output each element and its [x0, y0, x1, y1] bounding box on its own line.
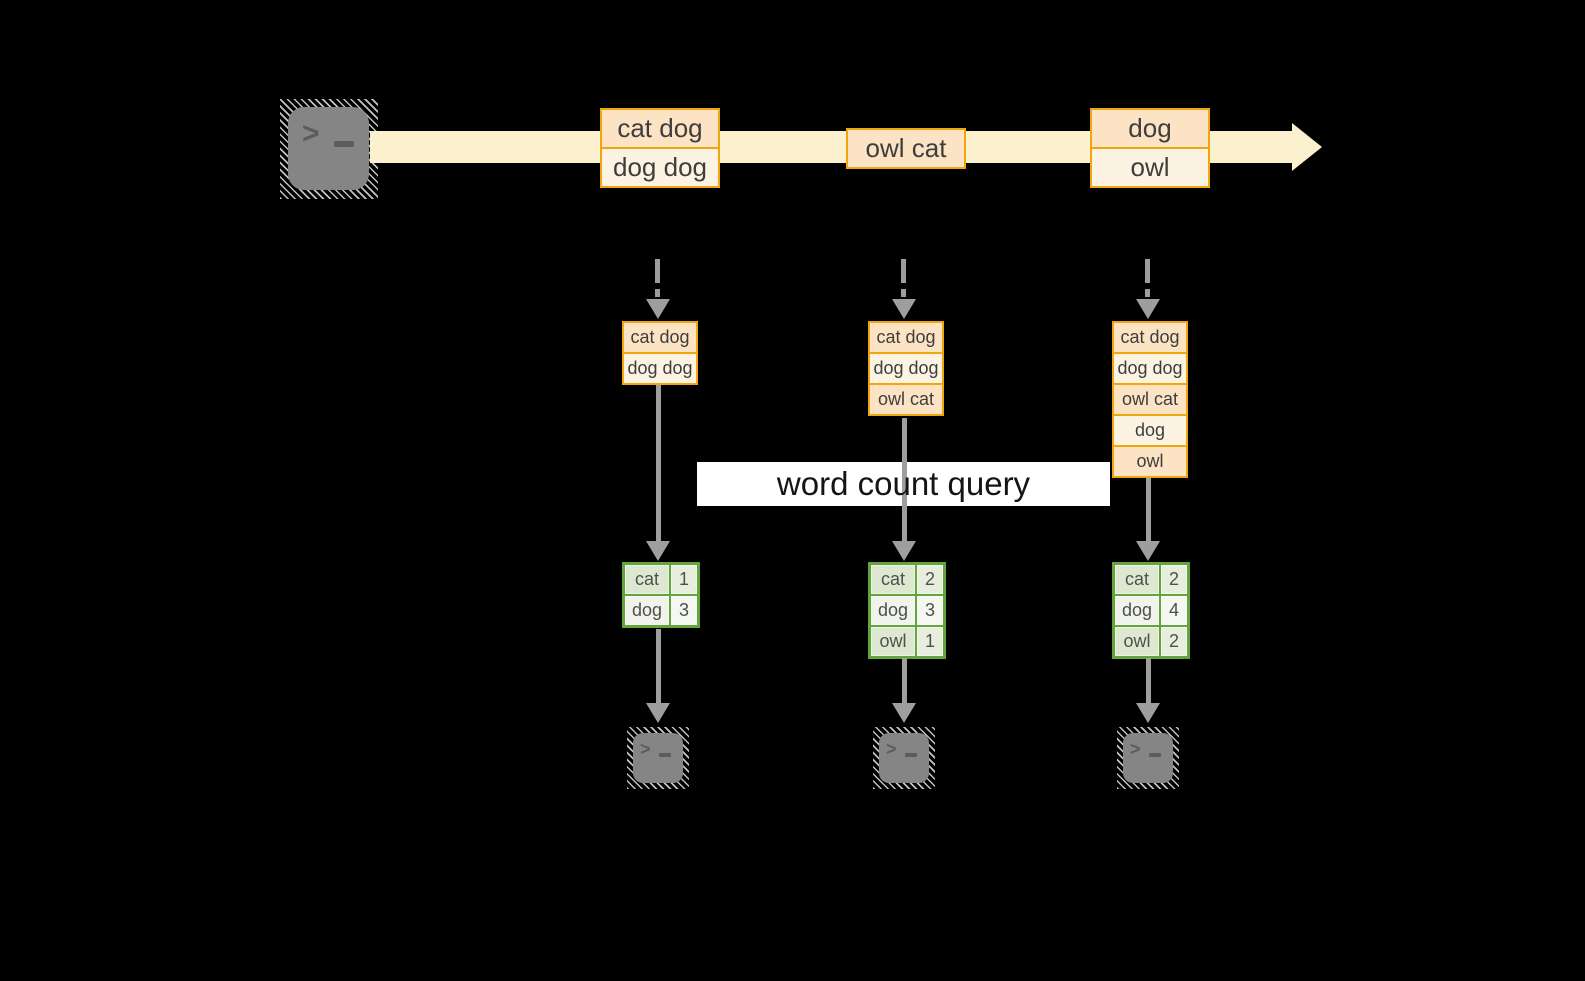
count-value-cell: 3 [917, 596, 943, 625]
buffer-row: owl cat [870, 385, 942, 414]
terminal-screen: > [288, 107, 369, 190]
dashed-arrow-icon [1145, 289, 1150, 297]
count-value-cell: 1 [671, 565, 697, 594]
terminal-cursor-icon [1149, 753, 1161, 757]
sink-terminal-icon: > [873, 727, 935, 789]
arrowhead-icon [646, 541, 670, 561]
record-row: dog dog [602, 149, 718, 186]
arrowhead-icon [1136, 541, 1160, 561]
record-row: cat dog [602, 110, 718, 147]
record-row: owl cat [848, 130, 964, 167]
dashed-arrow-icon [655, 259, 660, 283]
terminal-screen: > [633, 733, 683, 783]
stream-record-2: owl cat [846, 128, 966, 169]
arrow-line [902, 658, 907, 703]
buffer-row: owl cat [1114, 385, 1186, 414]
terminal-prompt-icon: > [640, 739, 651, 759]
arrow-line [1146, 478, 1151, 541]
terminal-cursor-icon [905, 753, 917, 757]
stream-arrowhead-icon [1292, 123, 1322, 171]
terminal-cursor-icon [334, 141, 354, 147]
arrow-line [902, 418, 907, 541]
count-value-cell: 4 [1161, 596, 1187, 625]
terminal-screen: > [879, 733, 929, 783]
count-word-cell: cat [625, 565, 669, 594]
buffer-row: dog dog [624, 354, 696, 383]
terminal-prompt-icon: > [1130, 739, 1141, 759]
dashed-arrow-icon [1145, 259, 1150, 283]
count-word-cell: cat [871, 565, 915, 594]
count-word-cell: owl [871, 627, 915, 656]
count-value-cell: 3 [671, 596, 697, 625]
arrowhead-icon [892, 541, 916, 561]
count-word-cell: owl [1115, 627, 1159, 656]
count-word-cell: dog [625, 596, 669, 625]
buffer-row: cat dog [870, 323, 942, 352]
dashed-arrow-icon [901, 289, 906, 297]
count-word-cell: dog [1115, 596, 1159, 625]
sink-terminal-icon: > [627, 727, 689, 789]
dashed-arrow-icon [655, 289, 660, 297]
count-value-cell: 1 [917, 627, 943, 656]
stream-record-1: cat dog dog dog [600, 108, 720, 188]
buffer-row: cat dog [624, 323, 696, 352]
terminal-cursor-icon [659, 753, 671, 757]
arrowhead-icon [646, 299, 670, 319]
buffer-row: dog dog [870, 354, 942, 383]
count-value-cell: 2 [1161, 627, 1187, 656]
stream-record-3: dog owl [1090, 108, 1210, 188]
dashed-arrow-icon [901, 259, 906, 283]
arrow-line [656, 629, 661, 703]
arrowhead-icon [892, 299, 916, 319]
count-table-2: cat 2 dog 3 owl 1 [868, 562, 946, 659]
count-value-cell: 2 [1161, 565, 1187, 594]
terminal-screen: > [1123, 733, 1173, 783]
count-word-cell: dog [871, 596, 915, 625]
count-table-1: cat 1 dog 3 [622, 562, 700, 628]
buffer-row: dog [1114, 416, 1186, 445]
sink-terminal-icon: > [1117, 727, 1179, 789]
record-row: dog [1092, 110, 1208, 147]
window-buffer-3: cat dog dog dog owl cat dog owl [1112, 321, 1188, 478]
count-table-3: cat 2 dog 4 owl 2 [1112, 562, 1190, 659]
arrow-line [1146, 658, 1151, 703]
arrowhead-icon [892, 703, 916, 723]
count-value-cell: 2 [917, 565, 943, 594]
buffer-row: owl [1114, 447, 1186, 476]
query-label: word count query [776, 465, 1031, 502]
terminal-prompt-icon: > [886, 739, 897, 759]
window-buffer-2: cat dog dog dog owl cat [868, 321, 944, 416]
arrow-line [656, 385, 661, 541]
terminal-prompt-icon: > [302, 117, 320, 150]
record-row: owl [1092, 149, 1208, 186]
buffer-row: cat dog [1114, 323, 1186, 352]
window-buffer-1: cat dog dog dog [622, 321, 698, 385]
arrowhead-icon [1136, 299, 1160, 319]
source-terminal-icon: > [280, 99, 378, 199]
arrowhead-icon [646, 703, 670, 723]
arrowhead-icon [1136, 703, 1160, 723]
buffer-row: dog dog [1114, 354, 1186, 383]
count-word-cell: cat [1115, 565, 1159, 594]
